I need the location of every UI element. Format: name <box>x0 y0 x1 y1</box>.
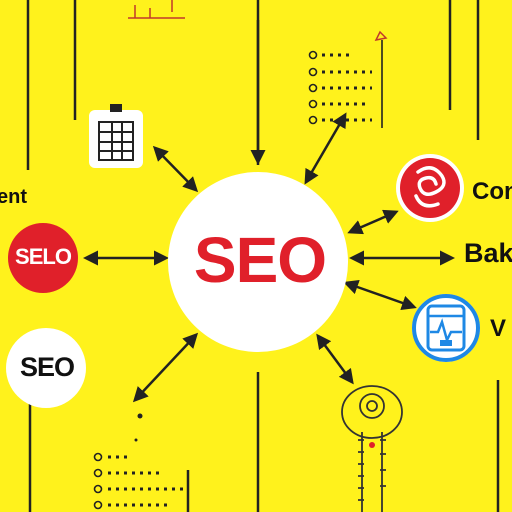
connector-bottom-left <box>132 332 199 403</box>
left-text-label: ent <box>0 186 27 208</box>
red-badge <box>8 223 78 293</box>
white-badge-label: SEO <box>19 352 75 382</box>
connector-top-left <box>152 145 199 193</box>
checklist-icon <box>308 40 383 128</box>
red-badge-label: SELO <box>15 244 72 269</box>
checklist-icon <box>93 452 188 510</box>
hub-label: SEO <box>193 224 327 296</box>
dot-marker <box>137 413 143 419</box>
dot-marker <box>134 438 138 442</box>
connector-top-right <box>304 112 347 185</box>
sketch-chart-icon <box>128 0 185 19</box>
blue-monitor-waveform-icon <box>412 294 480 362</box>
white-badge <box>6 328 86 408</box>
document-table-icon <box>89 104 143 168</box>
keyhole-key-icon <box>341 385 403 512</box>
connectors <box>83 20 455 403</box>
right-middle-label: Bak <box>464 238 512 268</box>
red-swirl-logo-icon <box>396 154 464 222</box>
connector-right-bottom <box>343 279 417 311</box>
right-bottom-label: V <box>490 315 507 342</box>
right-top-label: Con <box>472 178 512 205</box>
sketch-mark-icon <box>374 30 388 42</box>
connector-right-top <box>347 209 399 235</box>
hub-circle <box>168 172 348 352</box>
connector-bottom-right <box>316 333 354 385</box>
